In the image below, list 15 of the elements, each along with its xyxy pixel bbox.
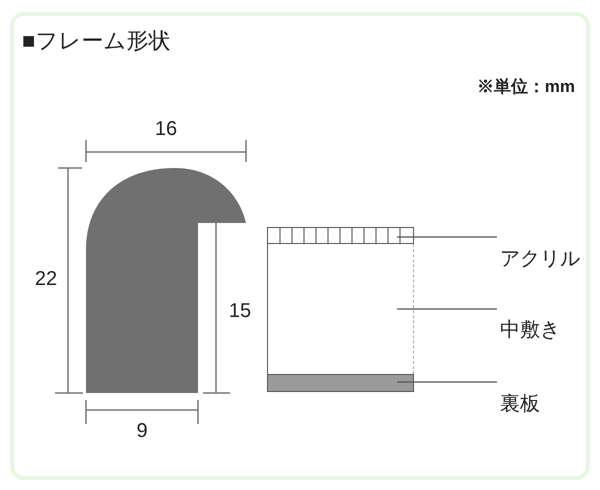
mat-layer	[267, 244, 414, 374]
dimension-label: 22	[34, 267, 58, 292]
part-label: 裏板	[500, 390, 590, 418]
dimension-label: 15	[228, 299, 252, 324]
backboard-layer	[267, 374, 414, 392]
unit-note: ※単位：mm	[476, 76, 575, 98]
diagram-title: ■フレーム形状	[22, 27, 170, 55]
acrylic-layer	[267, 227, 414, 244]
part-label: アクリル	[500, 245, 590, 273]
dimension-label: 9	[135, 419, 149, 444]
leader-line	[397, 381, 497, 383]
leader-line	[397, 308, 497, 310]
dimension-label: 16	[154, 117, 178, 142]
part-label: 中敷き	[500, 316, 590, 344]
leader-line	[397, 236, 497, 238]
